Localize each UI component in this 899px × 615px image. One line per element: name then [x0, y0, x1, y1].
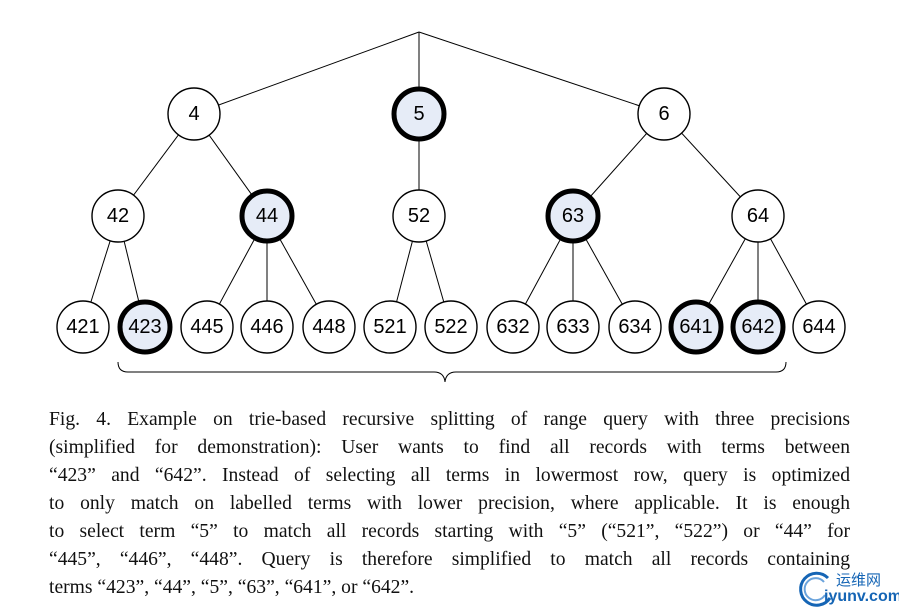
- caption-line: terms “423”, “44”, “5”, “63”, “641”, or …: [49, 577, 415, 598]
- tree-node-selected: 641: [668, 299, 724, 355]
- caption-line: to only match on labelled terms with low…: [49, 493, 850, 514]
- caption-line: Fig. 4. Example on trie-based recursive …: [49, 409, 850, 430]
- node-label: 446: [250, 316, 283, 338]
- node-label: 641: [679, 316, 712, 338]
- node-label: 44: [256, 205, 278, 227]
- node-label: 448: [312, 316, 345, 338]
- node-circle: [391, 86, 447, 142]
- tree-node: 634: [608, 300, 662, 354]
- tree-node: 445: [180, 300, 234, 354]
- tree-node: 42: [91, 189, 145, 243]
- tree-node: 632: [486, 300, 540, 354]
- range-brace: [117, 361, 787, 383]
- watermark-en-text: iyunv.com: [824, 588, 899, 605]
- node-label: 64: [747, 205, 769, 227]
- tree-edge: [193, 31, 420, 115]
- node-label: 423: [128, 316, 161, 338]
- tree-node: 446: [240, 300, 294, 354]
- node-circle: [363, 300, 417, 354]
- tree-node: 6: [637, 87, 691, 141]
- node-label: 522: [434, 316, 467, 338]
- tree-node: 633: [546, 300, 600, 354]
- node-circle: [545, 188, 601, 244]
- caption-line: (simplified for demonstration): User wan…: [49, 437, 850, 458]
- tree-node: 521: [363, 300, 417, 354]
- watermark-cn-text: 运维网: [836, 571, 882, 589]
- tree-node-selected: 63: [545, 188, 601, 244]
- tree-node: 448: [302, 300, 356, 354]
- node-circle: [56, 300, 110, 354]
- tree-node: 644: [792, 300, 846, 354]
- node-label: 644: [802, 316, 835, 338]
- tree-node: 52: [392, 189, 446, 243]
- node-circle: [792, 300, 846, 354]
- node-circle: [239, 188, 295, 244]
- tree-node: 4: [167, 87, 221, 141]
- node-circle: [486, 300, 540, 354]
- tree-edge: [418, 31, 665, 115]
- node-label: 52: [408, 205, 430, 227]
- node-label: 445: [190, 316, 223, 338]
- node-circle: [167, 87, 221, 141]
- node-label: 632: [496, 316, 529, 338]
- tree-node: 522: [424, 300, 478, 354]
- node-circle: [117, 299, 173, 355]
- node-label: 421: [66, 316, 99, 338]
- node-label: 521: [373, 316, 406, 338]
- node-circle: [240, 300, 294, 354]
- tree-node-selected: 5: [391, 86, 447, 142]
- figure-caption: Fig. 4. Example on trie-based recursive …: [49, 406, 850, 602]
- tree-node: 421: [56, 300, 110, 354]
- node-label: 5: [413, 103, 424, 125]
- node-circle: [546, 300, 600, 354]
- node-circle: [392, 189, 446, 243]
- tree-node: 64: [731, 189, 785, 243]
- node-label: 633: [556, 316, 589, 338]
- node-circle: [730, 299, 786, 355]
- node-circle: [668, 299, 724, 355]
- node-label: 42: [107, 205, 129, 227]
- tree-node-selected: 423: [117, 299, 173, 355]
- node-label: 4: [188, 103, 199, 125]
- node-label: 642: [741, 316, 774, 338]
- tree-node-selected: 44: [239, 188, 295, 244]
- node-circle: [180, 300, 234, 354]
- node-circle: [637, 87, 691, 141]
- node-circle: [608, 300, 662, 354]
- node-circle: [302, 300, 356, 354]
- node-label: 634: [618, 316, 651, 338]
- tree-node-selected: 642: [730, 299, 786, 355]
- caption-line: “423” and “642”. Instead of selecting al…: [49, 465, 850, 486]
- edges-layer: [82, 31, 820, 328]
- watermark-logo-icon: [799, 571, 832, 607]
- node-circle: [731, 189, 785, 243]
- site-watermark: 运维网 iyunv.com: [794, 568, 899, 612]
- node-circle: [91, 189, 145, 243]
- caption-line: to select term “5” to match all records …: [49, 521, 850, 542]
- node-label: 6: [658, 103, 669, 125]
- node-label: 63: [562, 205, 584, 227]
- caption-line: “445”, “446”, “448”. Query is therefore …: [49, 549, 850, 570]
- node-circle: [424, 300, 478, 354]
